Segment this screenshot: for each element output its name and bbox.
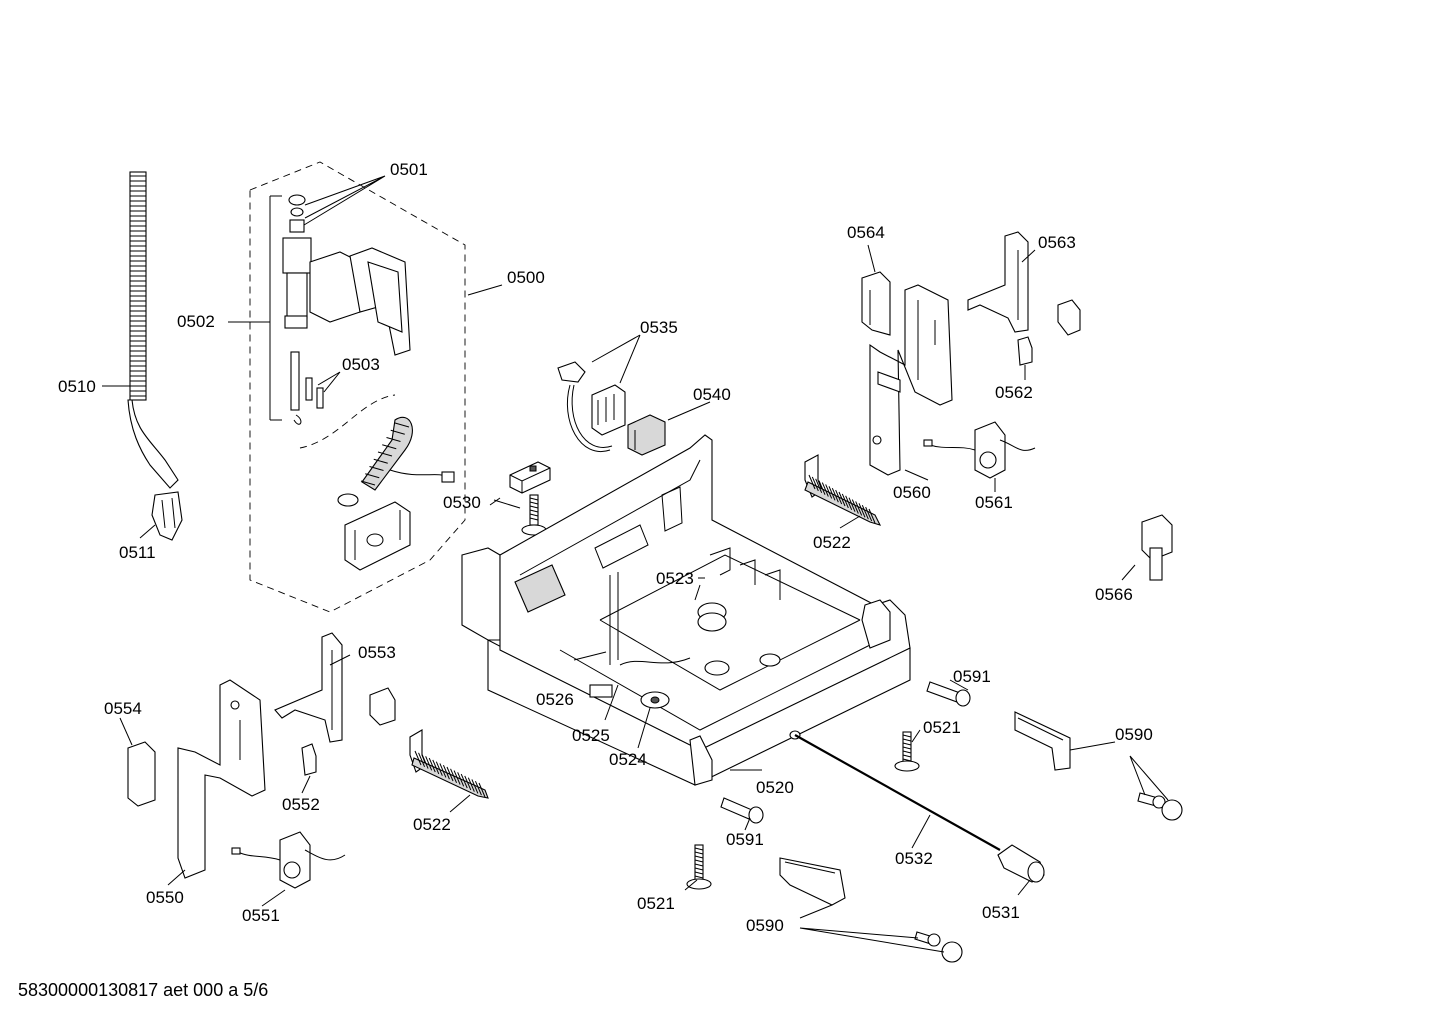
part-labels: 0501 0500 0502 0503 0510 0511 0535 0540 … (58, 160, 1153, 935)
group-0500-boundary (249, 161, 466, 613)
label-0552: 0552 (282, 795, 320, 814)
label-0590-right: 0590 (1115, 725, 1153, 744)
label-0591-bottom: 0591 (726, 830, 764, 849)
label-0553: 0553 (358, 643, 396, 662)
part-0522-spring-upper (804, 454, 882, 526)
part-0591-bolt-bottom (720, 797, 764, 824)
part-0510-hose (127, 171, 179, 489)
part-0530-bracket (509, 461, 551, 494)
part-0531-foot (997, 844, 1045, 883)
part-0590-screw-right (1137, 792, 1183, 821)
label-0503: 0503 (342, 355, 380, 374)
part-0551-sensor (231, 831, 346, 889)
label-0550: 0550 (146, 888, 184, 907)
label-0531: 0531 (982, 903, 1020, 922)
label-0520: 0520 (756, 778, 794, 797)
part-0566-switch (1141, 514, 1173, 581)
label-0591-right: 0591 (953, 667, 991, 686)
part-0564-clip (861, 271, 891, 336)
part-0530-screw (521, 494, 547, 536)
part-0511-clip (151, 491, 183, 541)
label-0522-lower: 0522 (413, 815, 451, 834)
label-0535: 0535 (640, 318, 678, 337)
label-0566: 0566 (1095, 585, 1133, 604)
label-0522-upper: 0522 (813, 533, 851, 552)
part-0521-screw-bottom (686, 844, 712, 890)
part-0563-bracket (967, 231, 1081, 336)
label-0502: 0502 (177, 312, 215, 331)
part-0560-bracket (869, 284, 953, 476)
label-0590-bottom: 0590 (746, 916, 784, 935)
label-0521-bottom: 0521 (637, 894, 675, 913)
label-0524: 0524 (609, 750, 647, 769)
label-0526: 0526 (536, 690, 574, 709)
label-0563: 0563 (1038, 233, 1076, 252)
label-0525: 0525 (572, 726, 610, 745)
part-0591-bolt-right (926, 681, 971, 707)
part-0552-clip (301, 743, 317, 776)
label-0560: 0560 (893, 483, 931, 502)
part-0520-base-tub (461, 434, 911, 786)
label-0501: 0501 (390, 160, 428, 179)
part-0524-pump-seal (640, 691, 670, 709)
label-0530: 0530 (443, 493, 481, 512)
part-0562-clip (1017, 336, 1033, 366)
label-0532: 0532 (895, 849, 933, 868)
part-0521-screw-right (894, 731, 920, 772)
part-0553-bracket (274, 632, 396, 743)
part-0500-bracket-plate (344, 501, 411, 571)
part-0550-bracket (177, 679, 266, 879)
part-0590-screw-bottom (914, 931, 963, 963)
label-0551: 0551 (242, 906, 280, 925)
label-0564: 0564 (847, 223, 885, 242)
label-0540: 0540 (693, 385, 731, 404)
label-0561: 0561 (975, 493, 1013, 512)
part-0503-sensors (290, 351, 324, 425)
part-0554-clip (127, 741, 156, 807)
part-0590-rail-right (1014, 711, 1071, 771)
part-0501-seals (288, 194, 306, 233)
part-0502-valve-housing (269, 195, 411, 421)
part-0532-rod (794, 734, 1001, 851)
part-0500-inlet-hose (299, 394, 455, 507)
part-0535-wiring (557, 361, 626, 453)
leader-lines (102, 175, 1169, 953)
label-0500: 0500 (507, 268, 545, 287)
label-0554: 0554 (104, 699, 142, 718)
label-0521-right: 0521 (923, 718, 961, 737)
part-0561-sensor (923, 421, 1036, 479)
label-0511: 0511 (119, 543, 156, 562)
part-0540-connector (627, 414, 666, 456)
label-0562: 0562 (995, 383, 1033, 402)
label-0523: 0523 (656, 569, 694, 588)
document-footer-code: 58300000130817 aet 000 a 5/6 (18, 980, 269, 1000)
label-0510: 0510 (58, 377, 96, 396)
part-0522-spring-lower (409, 729, 489, 799)
part-0590-rail-bottom (779, 857, 846, 906)
